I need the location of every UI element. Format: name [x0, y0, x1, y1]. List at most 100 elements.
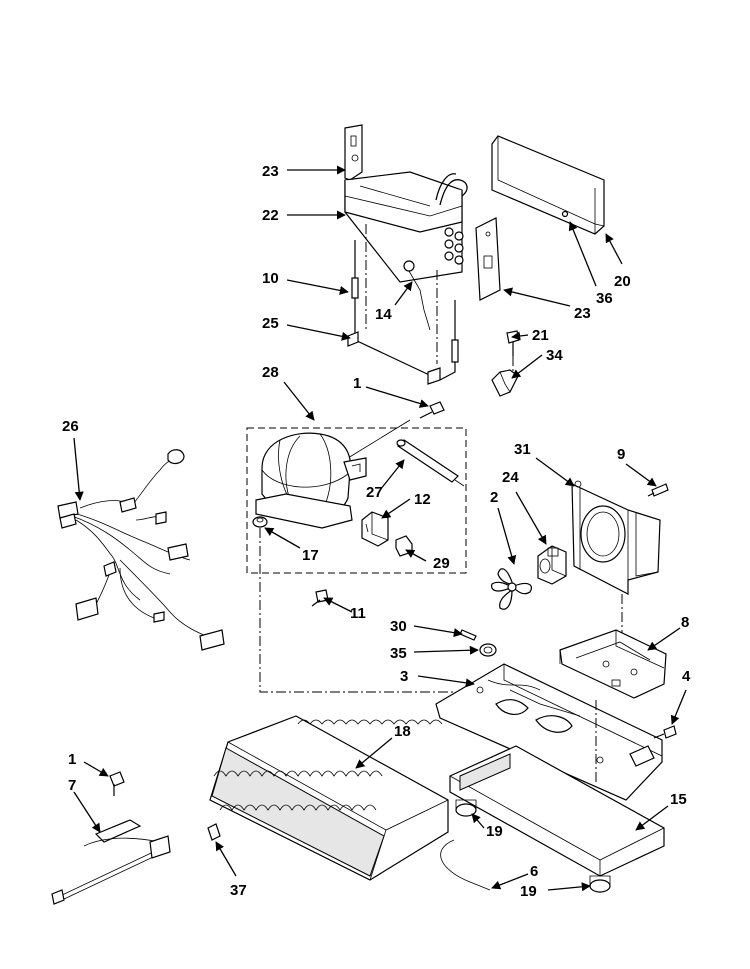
label-19a: 19: [486, 823, 503, 840]
label-9: 9: [617, 446, 625, 463]
wiring-harness-26: [57, 449, 225, 651]
label-31: 31: [514, 441, 531, 458]
label-15: 15: [670, 791, 687, 808]
part-labels: 23 22 10 14 25 23 36 20 21 34 28 1 26 27…: [62, 163, 691, 900]
label-20: 20: [614, 273, 631, 290]
foot-19-b: [589, 875, 611, 893]
leader-31: [535, 457, 575, 487]
label-3: 3: [400, 668, 408, 685]
leader-21: [511, 331, 529, 341]
evaporator-coil: [344, 171, 468, 283]
leader-3: [417, 675, 475, 688]
leader-29: [405, 549, 427, 562]
label-10: 10: [262, 270, 279, 287]
overload-cap-29: [395, 535, 413, 557]
machine-compartment-base-3: [435, 663, 663, 801]
label-2: 2: [490, 489, 498, 506]
screw-1-bottom: [109, 771, 125, 796]
leader-6: [491, 873, 529, 890]
leader-4: [670, 689, 687, 725]
compressor-grommet-17: [252, 516, 268, 528]
label-22: 22: [262, 207, 279, 224]
leader-9: [625, 463, 657, 487]
label-30: 30: [390, 618, 407, 635]
leader-34: [511, 354, 543, 379]
label-4: 4: [682, 668, 691, 685]
evaporator-tube-ends: [444, 227, 464, 265]
mount-line-a: [347, 419, 411, 459]
leader-14: [394, 281, 413, 306]
leader-24: [515, 491, 547, 545]
label-1a: 1: [353, 375, 361, 392]
leader-2: [497, 507, 517, 565]
wire-6: [440, 839, 491, 891]
label-21: 21: [532, 327, 549, 344]
label-29: 29: [433, 555, 450, 572]
leader-17: [264, 527, 301, 549]
leader-36: [568, 221, 597, 287]
screw-21: [506, 330, 520, 356]
condenser-coil-loops: [213, 719, 443, 811]
clip-37: [207, 823, 221, 841]
leader-35: [413, 645, 479, 655]
pin-30: [459, 629, 477, 641]
label-6: 6: [530, 863, 538, 880]
grommet-35: [479, 643, 497, 657]
clip-11: [311, 589, 329, 607]
leader-11: [323, 597, 353, 613]
leader-8: [647, 627, 681, 651]
defrost-heater-10: [347, 240, 459, 385]
access-cover-15: [449, 745, 665, 877]
dashdot-evaporator-guides: [365, 224, 438, 364]
label-35: 35: [390, 645, 407, 662]
label-28: 28: [262, 364, 279, 381]
leader-30: [413, 625, 463, 638]
label-24: 24: [502, 469, 519, 486]
leader-15: [635, 805, 669, 831]
leader-19a: [471, 813, 485, 829]
leader-1b: [83, 761, 109, 777]
label-37: 37: [230, 882, 247, 899]
leader-27: [379, 459, 405, 491]
evaporator-cover-20: [491, 135, 605, 235]
drier-27: [396, 439, 465, 487]
leader-25: [286, 324, 351, 341]
label-23b: 23: [574, 305, 591, 322]
label-23a: 23: [262, 163, 279, 180]
label-26: 26: [62, 418, 79, 435]
condenser-18: [209, 715, 449, 881]
foot-19-a: [455, 799, 477, 817]
evaporator-bracket-left: [344, 124, 363, 181]
fan-blade-2: [491, 568, 533, 610]
screw-4: [653, 725, 677, 739]
label-14: 14: [375, 306, 392, 323]
leader-18: [355, 737, 393, 769]
compressor-assembly-outline: [246, 427, 467, 574]
label-19b: 19: [520, 883, 537, 900]
compressor-base-guide: [259, 528, 470, 693]
leader-1a: [365, 386, 429, 408]
power-cord-7: [51, 819, 171, 905]
label-36: 36: [596, 290, 613, 307]
leader-26: [73, 437, 84, 501]
label-1b: 1: [68, 751, 76, 768]
evaporator-bracket-right: [475, 217, 501, 301]
label-12: 12: [414, 491, 431, 508]
leader-23b: [503, 287, 571, 307]
leader-lines: [73, 165, 687, 892]
label-17: 17: [302, 547, 319, 564]
compressor: [255, 432, 367, 529]
leader-28: [283, 381, 315, 421]
label-7: 7: [68, 777, 76, 794]
label-34: 34: [546, 347, 563, 364]
screw-1-top: [419, 401, 445, 419]
leader-10: [286, 279, 349, 295]
label-18: 18: [394, 723, 411, 740]
leader-37: [215, 841, 237, 877]
fan-motor-24: [537, 545, 567, 585]
relay-12: [361, 511, 389, 547]
fan-bracket-8: [559, 629, 667, 699]
leader-19b: [547, 882, 591, 892]
label-27: 27: [366, 484, 383, 501]
